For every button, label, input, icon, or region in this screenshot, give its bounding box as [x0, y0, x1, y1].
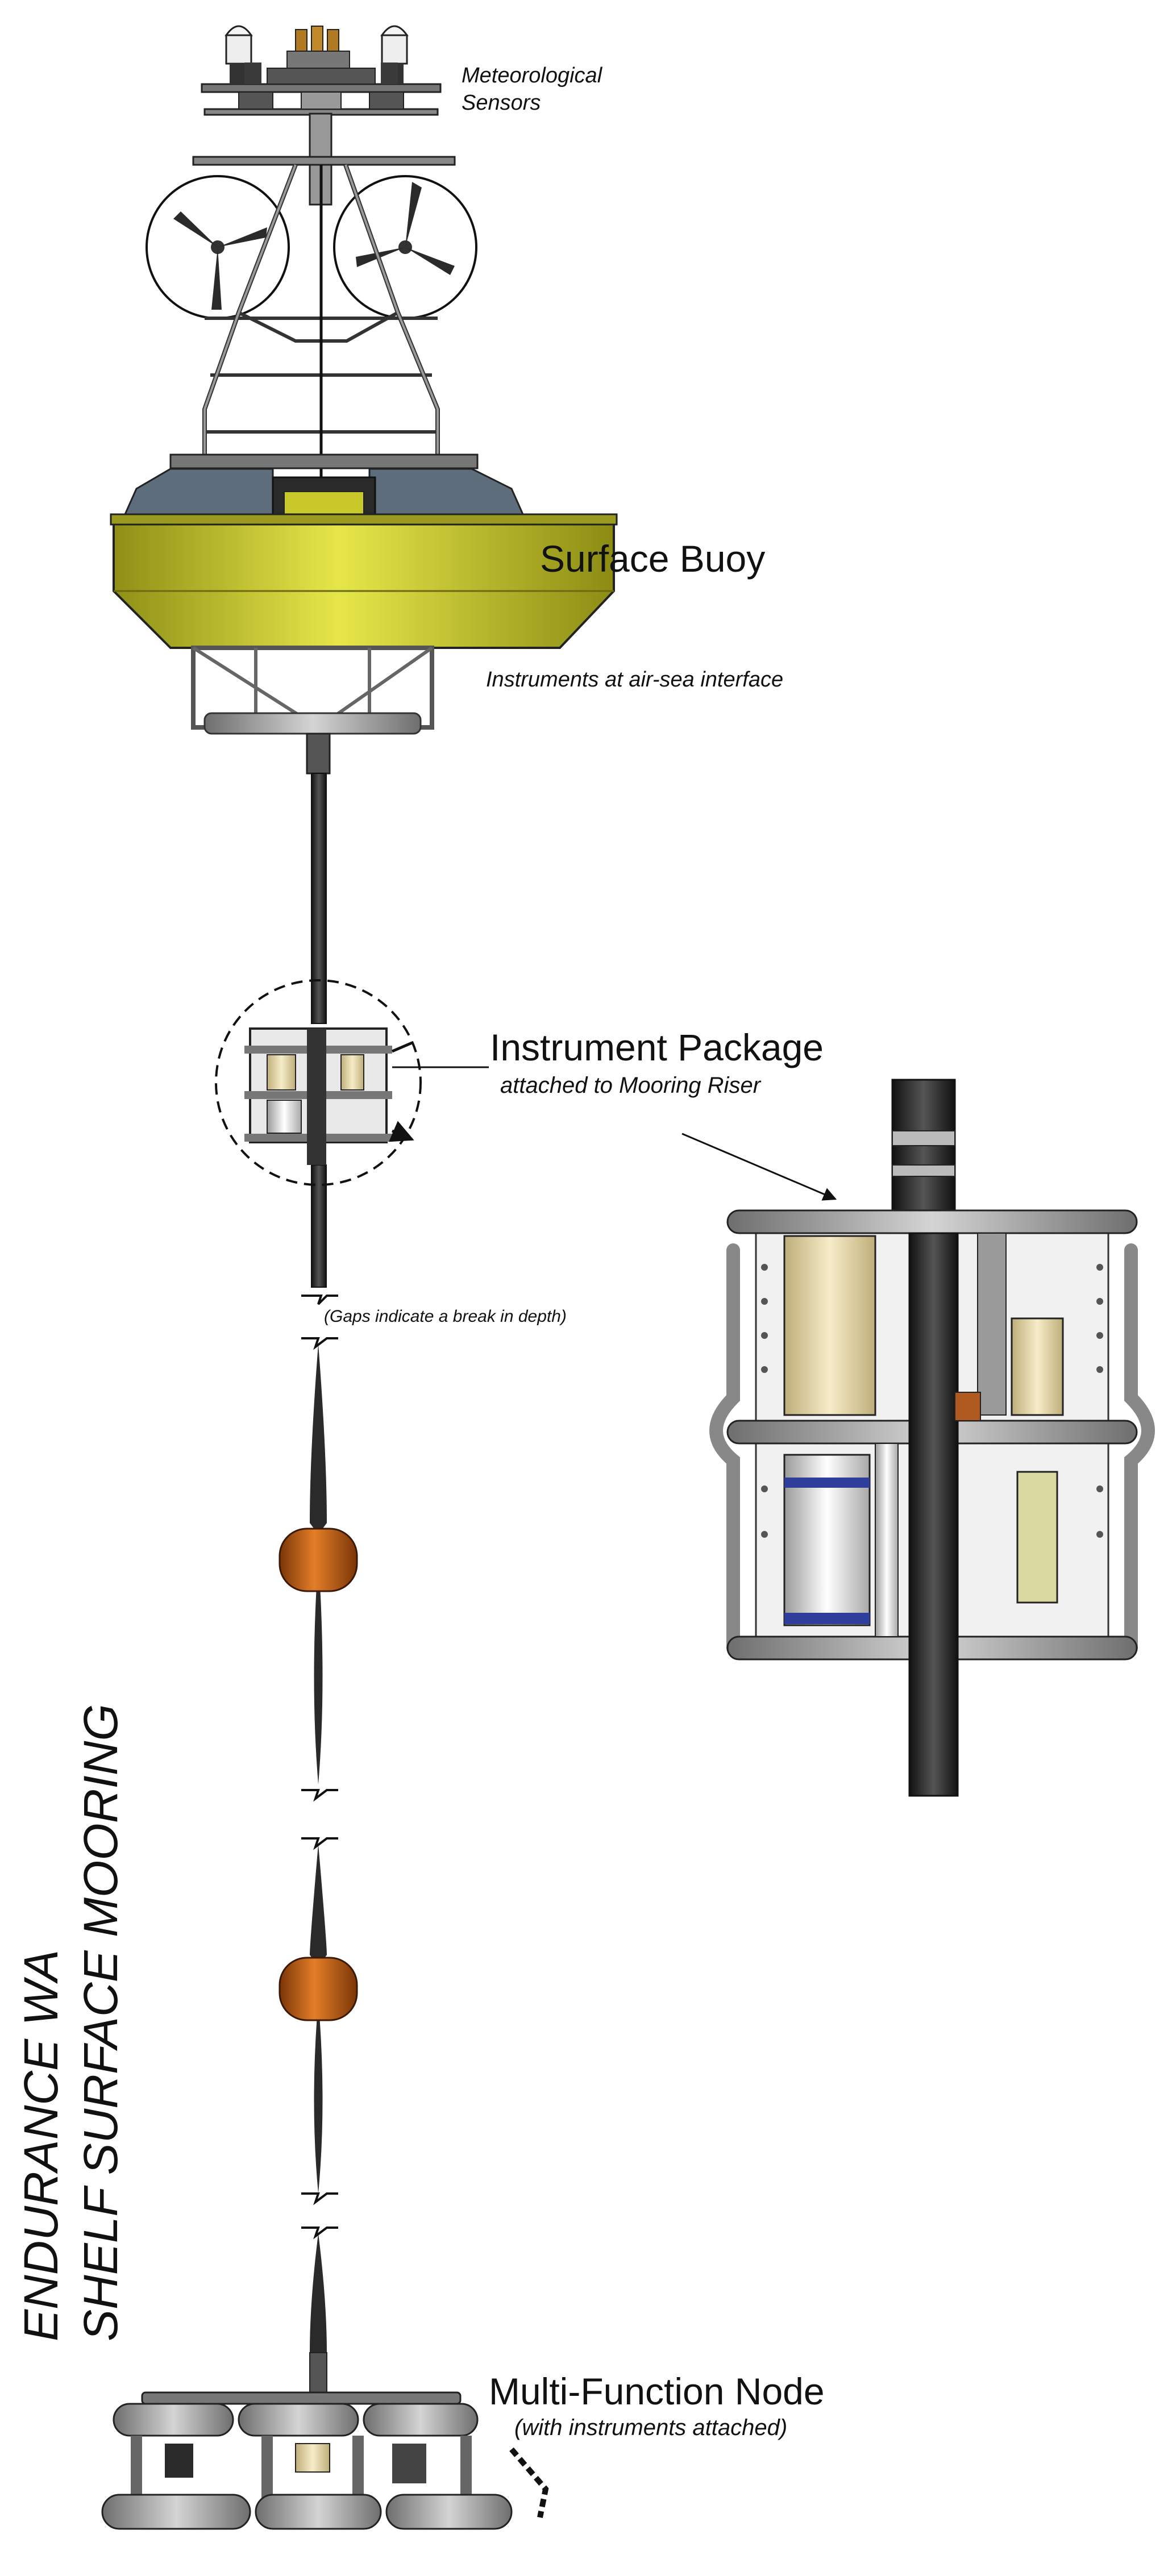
float-upper: [279, 1528, 358, 1592]
instrument-package-detail-arrow: [681, 1133, 837, 1201]
title-line-2: SHELF SURFACE MOORING: [74, 1704, 127, 2341]
instrument-package-sublabel: attached to Mooring Riser: [500, 1073, 761, 1098]
tower-frame-gray: [203, 164, 439, 455]
depth-gap-markers: [301, 1295, 338, 2240]
met-sensor-tower: [192, 25, 456, 206]
surface-buoy-hull: [110, 513, 618, 649]
air-sea-interface-label: Instruments at air-sea interface: [486, 668, 784, 692]
left-wind-turbine: [146, 175, 290, 319]
title-line-1: ENDURANCE WA: [14, 1949, 68, 2341]
solar-panels: [123, 453, 525, 518]
surface-buoy-label: Surface Buoy: [540, 538, 766, 580]
multi-function-node-label: Multi-Function Node: [489, 2370, 825, 2412]
diagram-title: ENDURANCE WA SHELF SURFACE MOORING: [11, 1704, 148, 2341]
buoy-under-frame: [191, 646, 434, 775]
met-sensors-label-1: Meteorological: [462, 64, 602, 88]
float-lower: [279, 1957, 358, 2021]
instrument-package-label: Instrument Package: [490, 1026, 824, 1068]
multi-function-node-sublabel: (with instruments attached): [514, 2415, 788, 2440]
center-sensor-cluster: [244, 26, 398, 85]
gaps-note-label: (Gaps indicate a break in depth): [324, 1307, 567, 1326]
instrument-package-small: [215, 979, 421, 1186]
instrument-package-detail: [709, 1079, 1155, 1797]
met-sensors-label-2: Sensors: [462, 91, 541, 115]
buoy-tower-frame: [202, 164, 440, 500]
multi-function-node: [101, 2352, 549, 2530]
